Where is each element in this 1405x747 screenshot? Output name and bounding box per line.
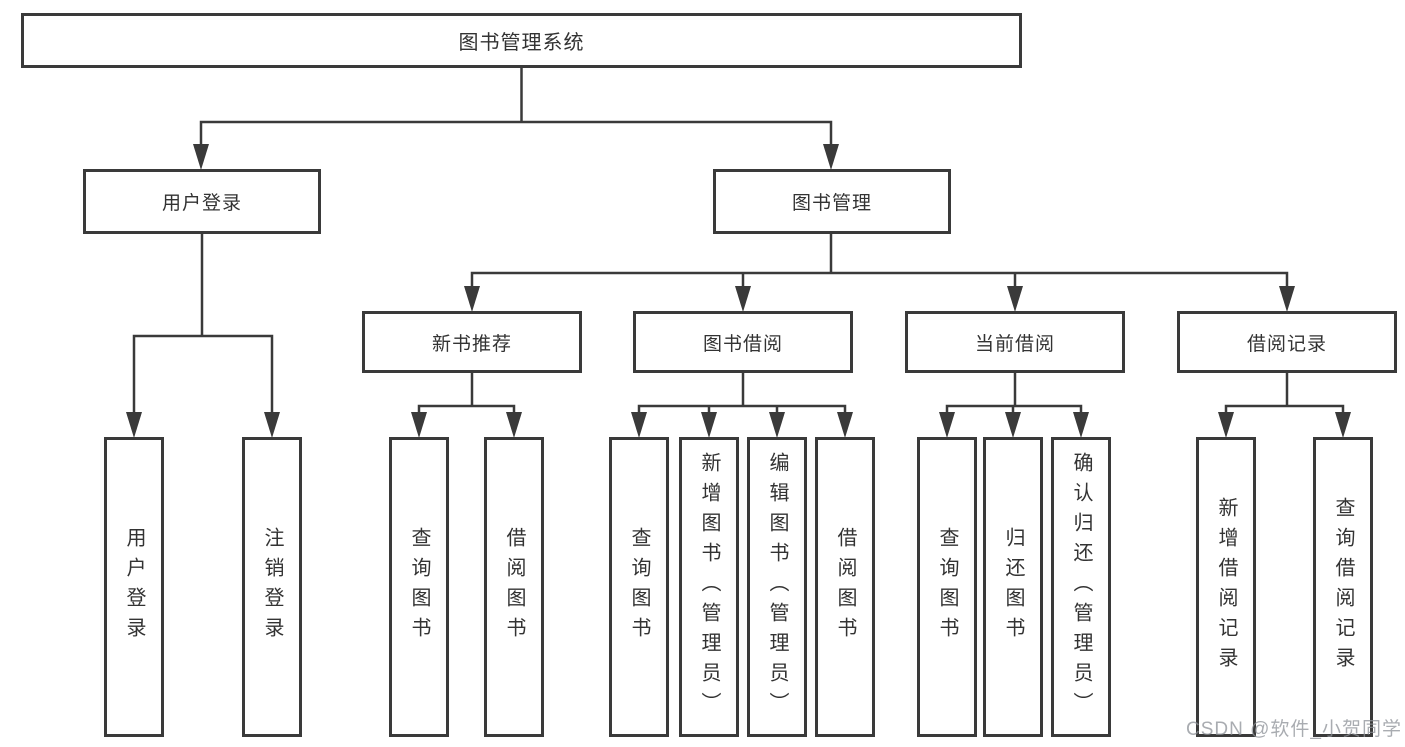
node-user-login: 用户登录 <box>83 169 321 234</box>
leaf-logout: 注销登录 <box>242 437 302 737</box>
node-label: 用户登录 <box>161 193 242 214</box>
leaf-label: 新增图书（管理员） <box>698 452 720 722</box>
leaf-label: 确认归还（管理员） <box>1070 452 1092 722</box>
node-borrow-records: 借阅记录 <box>1177 311 1397 373</box>
leaf-label: 查询图书 <box>936 527 958 647</box>
leaf-confirm-return-admin: 确认归还（管理员） <box>1051 437 1111 737</box>
leaf-add-books-admin: 新增图书（管理员） <box>679 437 739 737</box>
node-book-management-system: 图书管理系统 <box>21 13 1022 68</box>
leaf-edit-books-admin: 编辑图书（管理员） <box>747 437 807 737</box>
leaf-label: 新增借阅记录 <box>1215 497 1237 677</box>
node-book-borrow: 图书借阅 <box>633 311 853 373</box>
leaf-label: 查询图书 <box>628 527 650 647</box>
node-current-borrow: 当前借阅 <box>905 311 1125 373</box>
leaf-add-borrow-record: 新增借阅记录 <box>1196 437 1256 737</box>
leaf-label: 编辑图书（管理员） <box>766 452 788 722</box>
leaf-query-books-recommend: 查询图书 <box>389 437 449 737</box>
leaf-label: 借阅图书 <box>834 527 856 647</box>
leaf-query-books-borrow: 查询图书 <box>609 437 669 737</box>
node-label: 新书推荐 <box>431 333 512 355</box>
node-label: 图书管理系统 <box>458 32 585 54</box>
node-label: 图书管理 <box>791 193 872 214</box>
leaf-label: 归还图书 <box>1002 527 1024 647</box>
node-label: 借阅记录 <box>1246 333 1327 355</box>
leaf-label: 用户登录 <box>123 527 145 647</box>
node-label: 图书借阅 <box>702 333 783 355</box>
node-label: 当前借阅 <box>974 333 1055 355</box>
arrowheads <box>126 144 1351 438</box>
leaf-query-borrow-record: 查询借阅记录 <box>1313 437 1373 737</box>
watermark: CSDN @软件_小贺同学 <box>1186 719 1402 740</box>
leaf-label: 注销登录 <box>261 527 283 647</box>
node-new-book-recommend: 新书推荐 <box>362 311 582 373</box>
leaf-label: 借阅图书 <box>503 527 525 647</box>
leaf-label: 查询图书 <box>408 527 430 647</box>
leaf-user-login: 用户登录 <box>104 437 164 737</box>
leaf-borrow-books: 借阅图书 <box>815 437 875 737</box>
node-book-management: 图书管理 <box>713 169 951 234</box>
leaf-borrow-books-recommend: 借阅图书 <box>484 437 544 737</box>
leaf-return-books: 归还图书 <box>983 437 1043 737</box>
leaf-query-books-current: 查询图书 <box>917 437 977 737</box>
leaf-label: 查询借阅记录 <box>1332 497 1354 677</box>
